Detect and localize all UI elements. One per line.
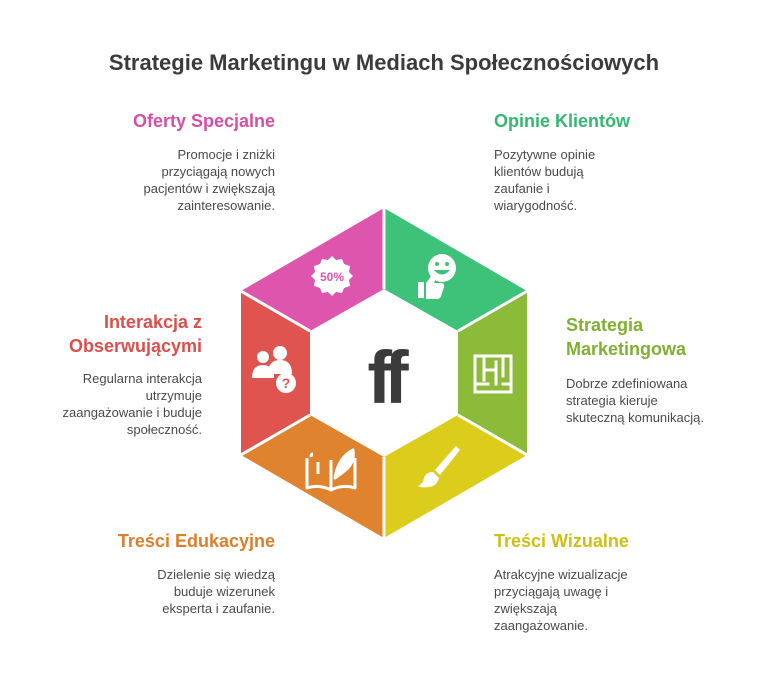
- opinie-desc-line: wiarygodność.: [494, 198, 578, 213]
- interakcja-title-line: Interakcja z: [103, 312, 202, 332]
- opinie-desc: Pozytywne opinie klientów budują zaufani…: [494, 146, 674, 214]
- opinie-desc-line: zaufanie i: [494, 181, 550, 196]
- interakcja-title: Interakcja z Obserwującymi: [10, 310, 202, 358]
- edukacyjne-title: Treści Edukacyjne: [117, 531, 275, 551]
- paintbrush-icon: [418, 446, 460, 488]
- center-logo: ff: [367, 336, 409, 419]
- users-question-icon: ?: [252, 346, 296, 393]
- segment-strategia: [458, 291, 527, 455]
- interakcja-desc-line: utrzymuje: [145, 388, 202, 403]
- fifty-percent-icon: 50%: [311, 256, 353, 296]
- page-title: Strategie Marketingu w Mediach Społeczno…: [108, 50, 660, 75]
- strategia-title-line: Strategia: [566, 315, 644, 335]
- opinie-desc-line: klientów budują: [494, 164, 584, 179]
- strategia-title: Strategia Marketingowa: [566, 313, 756, 361]
- question-mark-glyph: ?: [282, 375, 291, 391]
- wizualne-desc: Atrakcyjne wizualizacje przyciągają uwag…: [494, 566, 684, 634]
- interakcja-desc-line: społeczność.: [126, 422, 202, 437]
- oferty-desc-line: zainteresowanie.: [177, 198, 275, 213]
- interakcja-title-line: Obserwującymi: [68, 336, 202, 356]
- segment-wizualne: [384, 415, 527, 538]
- opinie-desc-line: Pozytywne opinie: [494, 147, 596, 162]
- wizualne-title: Treści Wizualne: [494, 531, 629, 551]
- segment-separators: [238, 206, 530, 540]
- oferty-desc: Promocje i zniżki przyciągają nowych pac…: [90, 146, 275, 214]
- open-book-icon: [305, 448, 357, 492]
- strategia-desc: Dobrze zdefiniowana strategia kieruje sk…: [566, 375, 761, 426]
- edukacyjne-desc: Dzielenie się wiedzą buduje wizerunek ek…: [90, 566, 275, 617]
- strategia-desc-line: strategia kieruje: [566, 393, 658, 408]
- wizualne-desc-line: Atrakcyjne wizualizacje: [494, 567, 628, 582]
- opinie-title: Opinie Klientów: [494, 111, 631, 131]
- edukacyjne-desc-line: eksperta i zaufanie.: [162, 601, 275, 616]
- strategia-title-line: Marketingowa: [566, 339, 687, 359]
- edukacyjne-desc-line: Dzielenie się wiedzą: [157, 567, 275, 582]
- strategia-desc-line: Dobrze zdefiniowana: [566, 376, 688, 391]
- interakcja-desc-line: Regularna interakcja: [82, 371, 202, 386]
- wizualne-desc-line: przyciągają uwagę i: [494, 584, 609, 599]
- segment-oferty: [241, 208, 384, 331]
- thumbs-up-smiley-icon: [418, 254, 456, 299]
- maze-icon: [473, 354, 513, 394]
- strategia-desc-line: skuteczną komunikacją.: [566, 410, 705, 425]
- wizualne-desc-line: zaangażowanie.: [494, 618, 588, 633]
- interakcja-desc-line: zaangażowanie i buduje: [62, 405, 203, 420]
- oferty-desc-line: Promocje i zniżki: [177, 147, 275, 162]
- interakcja-desc: Regularna interakcja utrzymuje zaangażow…: [12, 370, 203, 438]
- segment-edukacyjne: [241, 415, 384, 538]
- oferty-title: Oferty Specjalne: [132, 111, 275, 131]
- edukacyjne-desc-line: buduje wizerunek: [173, 584, 275, 599]
- wizualne-desc-line: zwiększają: [494, 601, 557, 616]
- oferty-desc-line: pacjentów i zwiększają: [143, 181, 275, 196]
- fifty-percent-label: 50%: [320, 270, 344, 284]
- oferty-desc-line: przyciągają nowych: [161, 164, 275, 179]
